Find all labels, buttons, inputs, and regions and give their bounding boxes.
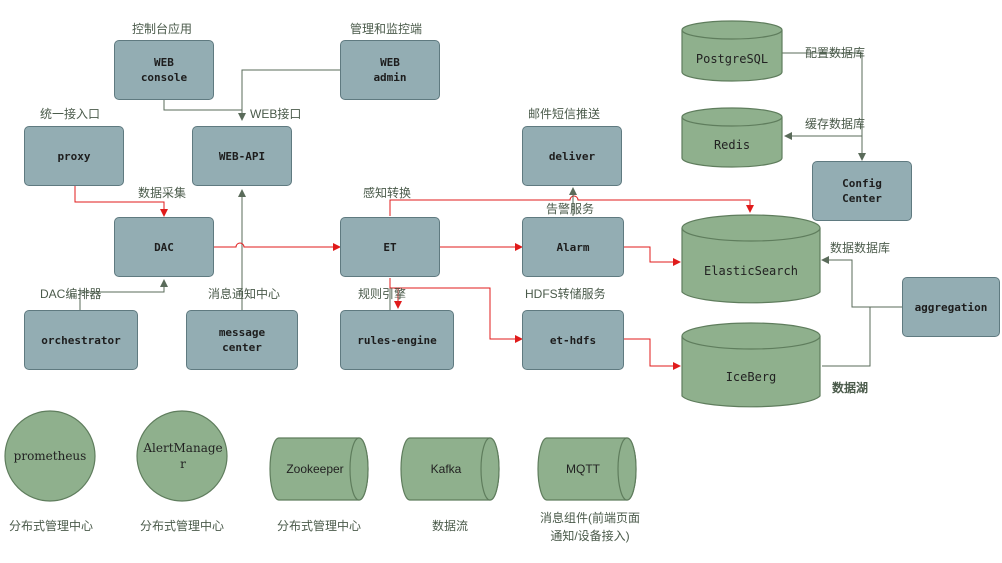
label-console-app: 控制台应用 (132, 22, 193, 36)
line-orch-dac (79, 279, 168, 310)
label-dac-orch: DAC编排器 (40, 287, 102, 301)
iceberg-label: IceBerg (725, 370, 777, 384)
label-mail-sms: 邮件短信推送 (528, 107, 601, 121)
label-unified-entry: 统一接入口 (40, 107, 101, 121)
aggregation-box[interactable]: aggregation (902, 277, 1000, 337)
label-manage-monitor: 管理和监控端 (350, 22, 423, 36)
rules-engine-box[interactable]: rules-engine (340, 310, 454, 370)
line-config-redis (784, 132, 863, 160)
line-proxy-dac (74, 186, 168, 217)
line-iceberg-agg (822, 306, 902, 367)
caption-prometheus: 分布式管理中心 (8, 519, 93, 533)
caption-zookeeper: 分布式管理中心 (276, 519, 361, 533)
kafka-tube (400, 437, 500, 501)
label-web-interface: WEB接口 (250, 107, 302, 121)
proxy-box[interactable]: proxy (24, 126, 124, 186)
label-hdfs-service: HDFS转储服务 (525, 287, 606, 301)
mqtt-label: MQTT (566, 462, 600, 476)
web-console-box[interactable]: WEB console (114, 40, 214, 100)
deliver-box[interactable]: deliver (522, 126, 622, 186)
alertmanager-label: AlertManager (143, 441, 223, 471)
postgresql-label: PostgreSQL (695, 52, 769, 66)
dac-box[interactable]: DAC (114, 217, 214, 277)
iceberg-cylinder[interactable] (681, 322, 821, 408)
redis-label: Redis (713, 138, 751, 152)
alarm-box[interactable]: Alarm (522, 217, 624, 277)
mqtt-tube (537, 437, 637, 501)
alertmanager-circle (136, 410, 228, 502)
elasticsearch-label: ElasticSearch (704, 264, 798, 278)
kafka-label: Kafka (430, 462, 462, 476)
caption-kafka: 数据流 (431, 519, 468, 533)
message-center-box[interactable]: message center (186, 310, 298, 370)
zookeeper-tube (269, 437, 369, 501)
label-msg-center: 消息通知中心 (208, 287, 281, 301)
line-postgres-config (782, 52, 866, 161)
et-hdfs-box[interactable]: et-hdfs (522, 310, 624, 370)
et-box[interactable]: ET (340, 217, 440, 277)
redis-cylinder[interactable] (681, 107, 783, 168)
postgresql-cylinder[interactable] (681, 20, 783, 82)
label-cache-db: 缓存数据库 (805, 117, 866, 131)
elasticsearch-cylinder[interactable] (681, 214, 821, 304)
line-dac-et (214, 242, 341, 251)
line-et-hdfs (390, 287, 523, 343)
label-data-db: 数据数据库 (830, 241, 891, 255)
config-center-box[interactable]: Config Center (812, 161, 912, 221)
web-api-box[interactable]: WEB-API (192, 126, 292, 186)
label-sense-convert: 感知转换 (363, 186, 412, 200)
zookeeper-label: Zookeeper (286, 462, 344, 476)
web-admin-box[interactable]: WEB admin (340, 40, 440, 100)
label-data-collect: 数据采集 (138, 186, 187, 200)
label-data-lake: 数据湖 (832, 381, 869, 395)
line-alarm-es (624, 246, 681, 266)
orchestrator-box[interactable]: orchestrator (24, 310, 138, 370)
label-alarm-service: 告警服务 (546, 202, 595, 216)
caption-mqtt: 消息组件(前端页面 通知/设备接入) (540, 511, 640, 543)
line-hdfs-iceberg (624, 338, 681, 370)
label-rule-engine: 规则引擎 (358, 287, 407, 301)
prometheus-label: prometheus (13, 449, 87, 463)
prometheus-circle (4, 410, 96, 502)
label-config-db: 配置数据库 (805, 46, 866, 60)
line-et-es (389, 195, 754, 216)
caption-alertmanager: 分布式管理中心 (139, 519, 224, 533)
